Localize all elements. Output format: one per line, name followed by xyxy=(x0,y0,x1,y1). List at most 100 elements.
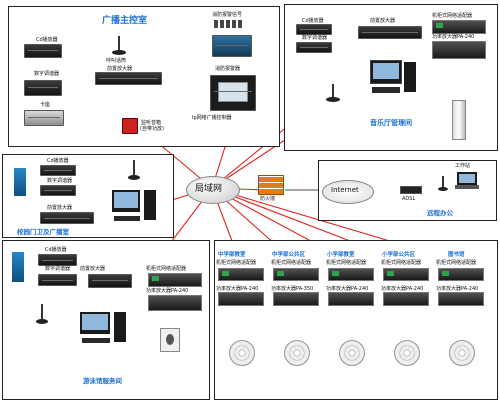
zone-amp-label: 功率放大器PA-240 xyxy=(216,286,259,292)
pool-tuner xyxy=(38,274,77,286)
gate-amp-icon xyxy=(14,168,26,196)
tuner-label: 数字调谐器 xyxy=(34,71,60,77)
fire-signal-label: 消防报警信号 xyxy=(212,12,243,18)
zone-amp-label: 功率放大器PA-240 xyxy=(326,286,369,292)
zone-power-amp xyxy=(383,292,429,306)
fire-alarm-device xyxy=(212,35,252,57)
pool-amp-label: 功率放大器PA-240 xyxy=(146,288,189,294)
gate-tuner xyxy=(40,185,76,196)
deck-label: 卡座 xyxy=(40,102,51,108)
music-tuner-label: 数字调谐器 xyxy=(302,35,328,41)
controller-label: Ip网络广播控制器 xyxy=(192,115,232,121)
monitor-speaker-icon xyxy=(122,118,138,134)
cd-label: Cd播放器 xyxy=(36,37,58,43)
music-power-amp xyxy=(432,41,486,59)
gate-preamp-label: 前置放大器 xyxy=(47,205,73,211)
zone-title: 小学部教室 xyxy=(327,252,355,258)
zone-network-adapter xyxy=(383,268,429,281)
pool-title: 游泳馆服务间 xyxy=(83,377,122,385)
zone-network-adapter xyxy=(438,268,484,281)
adsl-label: ADSL xyxy=(402,196,416,202)
zone-title: 中学部教室 xyxy=(218,252,246,258)
music-pc-icon xyxy=(370,60,420,98)
internet-cloud xyxy=(322,180,374,204)
adsl-modem-icon xyxy=(400,186,422,194)
music-tuner xyxy=(296,42,332,53)
pool-preamp-label: 前置放大器 xyxy=(80,266,106,272)
zone-power-amp xyxy=(328,292,374,306)
control-room-title: 广播主控室 xyxy=(102,16,148,26)
firewall-label: 防火墙 xyxy=(260,196,276,202)
call-microphone-icon xyxy=(110,36,128,56)
music-cd-player xyxy=(296,24,332,35)
zone-network-adapter xyxy=(218,268,264,281)
remote-title: 远程办公 xyxy=(427,209,453,217)
ceiling-speaker xyxy=(449,340,475,366)
ceiling-speaker xyxy=(394,340,420,366)
gate-mic-icon xyxy=(128,160,144,182)
music-column-speaker xyxy=(452,100,466,140)
ceiling-speaker xyxy=(339,340,365,366)
zone-power-amp xyxy=(438,292,484,306)
zones-panel xyxy=(214,240,498,400)
music-preamp xyxy=(358,26,422,39)
music-room-title: 音乐厅管理间 xyxy=(370,119,412,127)
pool-adapter-label: 机柜式网络适配器 xyxy=(146,266,187,272)
music-mic-icon xyxy=(326,84,344,104)
pool-power-amp xyxy=(148,295,202,311)
gate-preamp xyxy=(40,212,94,224)
pool-preamp xyxy=(88,274,132,288)
ceiling-speaker xyxy=(229,340,255,366)
tuner xyxy=(24,80,62,96)
pool-amp-icon xyxy=(12,252,24,282)
zone-title: 中学部公共区 xyxy=(272,252,306,258)
music-adapter-label: 机柜式网络适配器 xyxy=(432,13,473,19)
laptop-icon xyxy=(455,172,479,192)
zone-power-amp xyxy=(273,292,319,306)
remote-mic-icon xyxy=(438,176,448,192)
pool-tuner-label: 数字调谐器 xyxy=(45,266,71,272)
call-mic-label: 呼叫话筒 xyxy=(106,58,127,64)
gate-pc-icon xyxy=(112,190,160,226)
internet-label: Internet xyxy=(331,186,359,194)
zone-amp-label: 功率放大器PA-350 xyxy=(271,286,314,292)
zone-title: 图书馆 xyxy=(448,252,465,258)
pool-cd-player xyxy=(38,254,77,266)
zone-adapter-label: 机柜式网络适配器 xyxy=(381,260,422,266)
fire-device-label: 消防报警器 xyxy=(215,66,241,72)
monitor-sub-label: (自带功放) xyxy=(140,126,164,132)
monitor-label: 监听音箱 xyxy=(141,120,162,126)
pool-mic-icon xyxy=(36,304,52,326)
fire-signal-icon xyxy=(214,20,246,30)
gate-tuner-label: 数字调谐器 xyxy=(47,178,73,184)
zone-amp-label: 功率放大器PA-240 xyxy=(381,286,424,292)
pool-cd-label: Cd播放器 xyxy=(45,247,67,253)
zone-adapter-label: 机柜式网络适配器 xyxy=(271,260,312,266)
music-amp-label: 功率放大器PA-240 xyxy=(432,34,475,40)
zone-power-amp xyxy=(218,292,264,306)
pool-network-adapter xyxy=(148,273,202,287)
music-cd-label: Cd播放器 xyxy=(302,18,324,24)
lan-hub xyxy=(186,176,240,204)
lan-hub-label: 局域网 xyxy=(195,184,223,194)
zone-amp-label: 功率放大器PA-240 xyxy=(436,286,479,292)
zone-network-adapter xyxy=(328,268,374,281)
ceiling-speaker xyxy=(284,340,310,366)
cd-player xyxy=(24,44,62,58)
zone-adapter-label: 机柜式网络适配器 xyxy=(326,260,367,266)
music-network-adapter xyxy=(432,20,486,34)
gate-title: 校园门卫及广播室 xyxy=(17,228,69,236)
preamp xyxy=(95,72,162,85)
gate-cd-player xyxy=(40,165,76,176)
ip-broadcast-controller xyxy=(210,75,256,111)
firewall-icon xyxy=(258,175,284,195)
zone-title: 小学部公共区 xyxy=(382,252,416,258)
workstation-label: 工作站 xyxy=(455,163,471,169)
pool-pc-icon xyxy=(80,312,130,348)
cassette-deck xyxy=(24,110,64,126)
zone-adapter-label: 机柜式网络适配器 xyxy=(216,260,257,266)
zone-adapter-label: 机柜式网络适配器 xyxy=(436,260,477,266)
pool-wall-speaker xyxy=(160,328,180,352)
zone-network-adapter xyxy=(273,268,319,281)
preamp-label: 前置放大器 xyxy=(107,66,133,72)
